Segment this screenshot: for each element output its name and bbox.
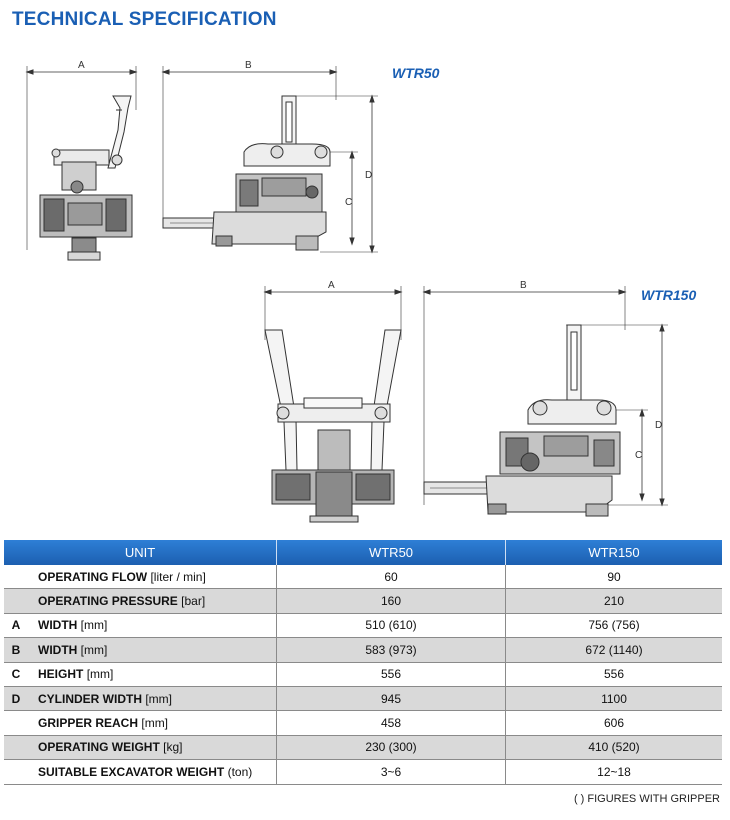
row-value-wtr150: 672 (1140) bbox=[505, 637, 722, 663]
row-label-cell: CYLINDER WIDTH [mm] bbox=[28, 686, 277, 712]
row-label: SUITABLE EXCAVATOR WEIGHT bbox=[38, 764, 225, 779]
row-value-wtr150: 1100 bbox=[505, 686, 722, 712]
row-letter bbox=[4, 735, 28, 761]
dim-c-wtr150: C bbox=[635, 450, 642, 461]
row-value-wtr50: 556 bbox=[276, 662, 506, 687]
row-value-wtr50: 3~6 bbox=[276, 759, 506, 785]
row-unit: [mm] bbox=[80, 642, 108, 657]
row-letter bbox=[4, 759, 28, 785]
wtr50-front-view bbox=[25, 66, 138, 261]
header-unit: UNIT bbox=[4, 540, 277, 565]
row-unit: [kg] bbox=[163, 740, 183, 755]
wtr150-drawing-label: WTR150 bbox=[641, 287, 696, 303]
row-label: OPERATING WEIGHT bbox=[38, 740, 160, 755]
row-label: CYLINDER WIDTH bbox=[38, 691, 142, 706]
row-value-wtr150: 12~18 bbox=[505, 759, 722, 785]
spec-table: UNIT WTR50 WTR150 OPERATING FLOW [liter … bbox=[4, 540, 722, 785]
wtr150-side-view bbox=[422, 286, 668, 517]
row-letter: D bbox=[4, 686, 28, 712]
row-value-wtr50: 945 bbox=[276, 686, 506, 712]
technical-drawings: A B C D WTR50 A B C D WTR150 bbox=[25, 60, 696, 523]
dim-c-wtr50: C bbox=[345, 197, 352, 208]
wtr150-front-view bbox=[263, 286, 403, 523]
row-letter: C bbox=[4, 662, 28, 687]
row-label-cell: HEIGHT [mm] bbox=[28, 662, 277, 687]
wtr50-drawing-label: WTR50 bbox=[392, 65, 440, 81]
dim-a-wtr50: A bbox=[78, 60, 85, 71]
row-letter: A bbox=[4, 613, 28, 639]
spec-header-row: UNIT WTR50 WTR150 bbox=[4, 540, 722, 565]
header-model-wtr150: WTR150 bbox=[505, 540, 722, 565]
table-row: OPERATING WEIGHT [kg]230 (300)410 (520) bbox=[4, 735, 722, 761]
row-label: OPERATING FLOW bbox=[38, 569, 148, 584]
row-value-wtr50: 510 (610) bbox=[276, 613, 506, 639]
row-unit: [mm] bbox=[80, 618, 108, 633]
row-value-wtr150: 90 bbox=[505, 565, 722, 590]
row-letter bbox=[4, 565, 28, 590]
row-value-wtr150: 756 (756) bbox=[505, 613, 722, 639]
row-label-cell: OPERATING WEIGHT [kg] bbox=[28, 735, 277, 761]
row-label: GRIPPER REACH bbox=[38, 716, 139, 731]
row-label-cell: SUITABLE EXCAVATOR WEIGHT (ton) bbox=[28, 759, 277, 785]
row-value-wtr150: 606 bbox=[505, 710, 722, 736]
row-label: OPERATING PRESSURE bbox=[38, 594, 178, 609]
row-letter: B bbox=[4, 637, 28, 663]
row-value-wtr50: 583 (973) bbox=[276, 637, 506, 663]
dim-b-wtr150: B bbox=[520, 280, 527, 291]
dim-a-wtr150: A bbox=[328, 280, 335, 291]
dim-b-wtr50: B bbox=[245, 60, 252, 71]
row-unit: [mm] bbox=[145, 691, 173, 706]
row-value-wtr150: 210 bbox=[505, 588, 722, 614]
header-model-wtr50: WTR50 bbox=[276, 540, 506, 565]
row-value-wtr50: 230 (300) bbox=[276, 735, 506, 761]
row-label: HEIGHT bbox=[38, 667, 84, 682]
row-value-wtr50: 60 bbox=[276, 565, 506, 590]
footnote: ( ) FIGURES WITH GRIPPER bbox=[573, 793, 720, 805]
row-letter bbox=[4, 588, 28, 614]
row-value-wtr50: 160 bbox=[276, 588, 506, 614]
row-value-wtr50: 458 bbox=[276, 710, 506, 736]
page-title: TECHNICAL SPECIFICATION bbox=[12, 9, 277, 30]
row-label-cell: WIDTH [mm] bbox=[28, 637, 277, 663]
row-label-cell: OPERATING PRESSURE [bar] bbox=[28, 588, 277, 614]
row-value-wtr150: 410 (520) bbox=[505, 735, 722, 761]
row-unit: [bar] bbox=[181, 594, 206, 609]
row-label-cell: WIDTH [mm] bbox=[28, 613, 277, 639]
row-unit: (ton) bbox=[227, 764, 253, 779]
dim-d-wtr150: D bbox=[655, 420, 662, 431]
row-label: WIDTH bbox=[38, 618, 78, 633]
row-letter bbox=[4, 710, 28, 736]
row-unit: [mm] bbox=[141, 716, 169, 731]
row-label: WIDTH bbox=[38, 642, 78, 657]
row-value-wtr150: 556 bbox=[505, 662, 722, 687]
dim-d-wtr50: D bbox=[365, 170, 372, 181]
row-label-cell: OPERATING FLOW [liter / min] bbox=[28, 565, 277, 590]
wtr50-side-view bbox=[161, 66, 378, 254]
row-unit: [mm] bbox=[86, 667, 114, 682]
row-unit: [liter / min] bbox=[150, 569, 206, 584]
row-label-cell: GRIPPER REACH [mm] bbox=[28, 710, 277, 736]
